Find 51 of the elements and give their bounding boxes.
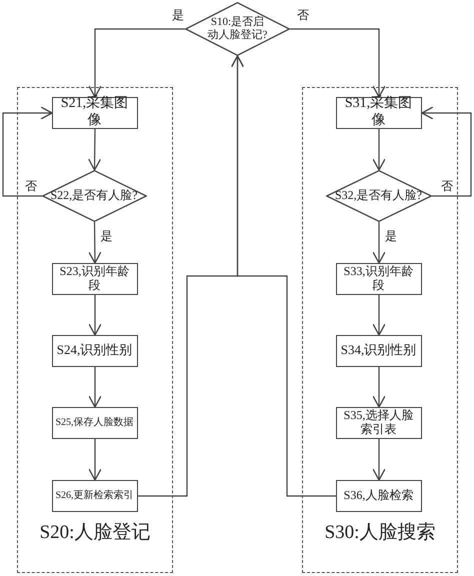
process-box xyxy=(52,262,138,294)
step-text: S10:是否启动人脸登记? xyxy=(206,16,268,42)
arrow xyxy=(230,55,336,497)
decision-diamond xyxy=(42,170,146,222)
step-text: S22,是否有人脸? xyxy=(50,188,138,202)
step-text: S26,更新检索索引 xyxy=(55,490,134,502)
group-frame xyxy=(302,87,458,573)
arrow xyxy=(372,439,386,481)
process-box xyxy=(52,96,138,128)
step-text: S25,保存人脸数据 xyxy=(55,416,134,428)
step-text: S33,识别年龄段 xyxy=(342,264,414,292)
process-box xyxy=(336,406,422,438)
process-box xyxy=(336,96,422,128)
arrow xyxy=(290,28,386,98)
decision-diamond xyxy=(326,170,432,222)
decision-diamond xyxy=(185,2,290,56)
step-text: S23,识别年龄段 xyxy=(58,264,130,292)
process-box xyxy=(52,480,138,512)
arrow xyxy=(88,129,102,171)
group-title: S30:人脸搜索 xyxy=(324,522,436,544)
arrow xyxy=(88,439,102,481)
process-box xyxy=(52,334,138,366)
step-text: S32,是否有人脸? xyxy=(335,188,422,202)
edge-label: 是 xyxy=(171,9,185,22)
arrow xyxy=(88,295,102,336)
step-text: S34,识别性别 xyxy=(340,343,416,358)
arrow xyxy=(88,222,102,264)
edge-label: 是 xyxy=(100,230,114,244)
group-frame xyxy=(17,87,173,573)
arrow xyxy=(372,295,386,336)
arrow xyxy=(88,28,185,98)
step-text: S21,采集图像 xyxy=(60,96,130,129)
step-text: S35,选择人脸索引表 xyxy=(342,408,414,436)
arrow xyxy=(372,222,386,264)
step-text: S24,识别性别 xyxy=(56,343,132,358)
process-box xyxy=(336,480,422,512)
arrow xyxy=(372,129,386,171)
step-text: S31,采集图像 xyxy=(344,96,414,129)
process-box xyxy=(336,262,422,294)
step-text: S36,人脸检索 xyxy=(344,488,414,502)
edge-label: 否 xyxy=(440,180,454,194)
edge-label: 是 xyxy=(384,230,398,244)
group-title: S20:人脸登记 xyxy=(40,522,150,544)
process-box xyxy=(52,406,138,438)
arrow xyxy=(421,106,472,197)
arrow xyxy=(88,367,102,408)
arrow xyxy=(2,106,53,197)
edge-label: 否 xyxy=(24,180,38,194)
process-box xyxy=(336,334,422,366)
edge-label: 否 xyxy=(296,9,310,22)
arrow xyxy=(372,367,386,408)
